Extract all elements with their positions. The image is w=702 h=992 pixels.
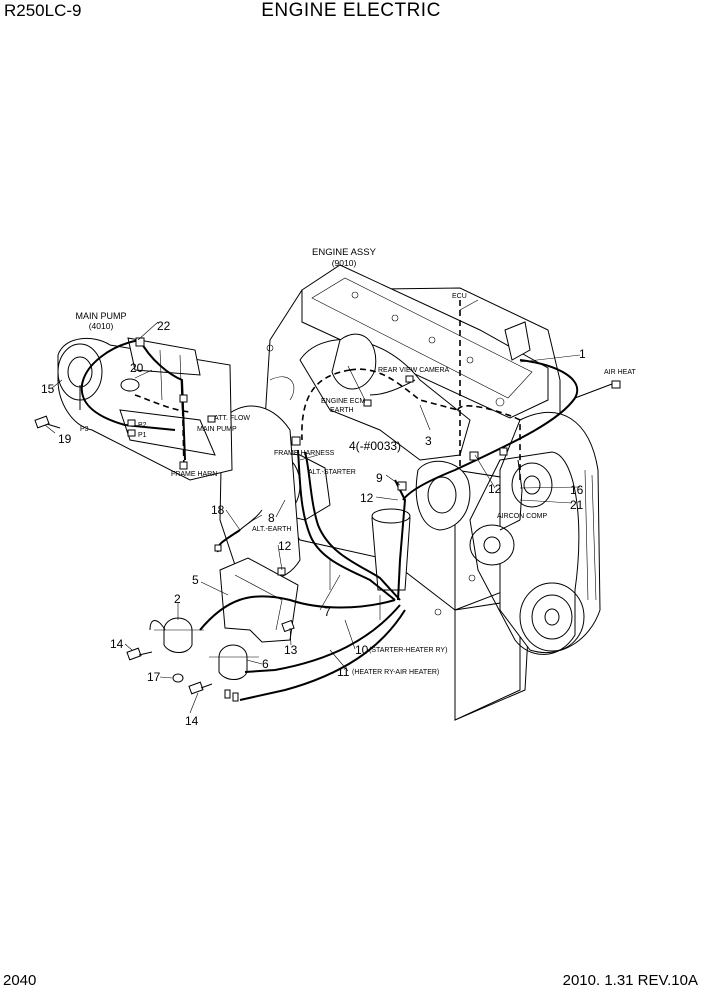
relay-bracket (219, 557, 299, 643)
page-title: ENGINE ELECTRIC (261, 0, 441, 21)
callout-12b: 12 (488, 482, 502, 496)
callout-20: 20 (130, 361, 144, 375)
alt-earth-caption: ALT.-EARTH (252, 526, 291, 533)
ecu-caption: ECU (452, 293, 467, 300)
connectors (127, 337, 621, 702)
aircon-comp-caption: AIRCON COMP (497, 513, 548, 520)
p3-caption: P3 (80, 426, 89, 433)
revision-date: 2010. 1.31 REV.10A (562, 972, 698, 989)
frame-harness-caption: FRAME HARNESS (274, 450, 335, 457)
frame-harn-caption: FRAME HARN (171, 471, 217, 478)
callout-19: 19 (58, 432, 72, 446)
bolt-14-upper (126, 647, 153, 661)
p2-caption: P2 (138, 422, 147, 429)
callout-17: 17 (147, 670, 161, 684)
main-pump-code: (4010) (89, 321, 114, 331)
callout-11: 11 (337, 665, 350, 679)
att-flow-caption: ATT. FLOW (214, 415, 250, 422)
model-label: R250LC-9 (4, 1, 82, 20)
bolt-14-lower (188, 681, 213, 695)
captions: ENGINE ASSY (9010) MAIN PUMP (4010) ECU … (75, 247, 636, 676)
hidden-harness (134, 300, 521, 480)
callout-16: 16 (570, 483, 584, 497)
engine-ecm-caption: ENGINE ECM (321, 398, 366, 405)
page-number: 2040 (3, 972, 37, 989)
nut-17 (172, 673, 184, 683)
engine-ecm-earth-caption: EARTH (330, 407, 354, 414)
callout-13: 13 (284, 643, 298, 657)
starter-heater-ry-caption: (STARTER-HEATER RY) (369, 647, 447, 654)
callout-14a: 14 (110, 637, 124, 651)
callout-12a: 12 (360, 491, 374, 505)
callout-9: 9 (376, 471, 383, 485)
heater-relay-6 (209, 644, 259, 680)
main-pump-caption: MAIN PUMP (75, 311, 126, 321)
main-pump (57, 337, 233, 481)
callout-14b: 14 (185, 714, 199, 728)
callout-10: 10 (355, 643, 369, 657)
callouts: 1 2 3 4(-#0033) 5 6 7 8 9 10 11 12 12 12… (41, 319, 586, 728)
bolt-19 (34, 415, 61, 429)
callout-1: 1 (579, 347, 586, 361)
callout-2: 2 (174, 592, 181, 606)
callout-22: 22 (157, 319, 171, 333)
heater-ry-air-heater-caption: (HEATER RY-AIR HEATER) (352, 669, 439, 676)
callout-6: 6 (262, 657, 269, 671)
callout-21: 21 (570, 498, 584, 512)
bolt-13 (281, 619, 295, 633)
callout-4: 4(-#0033) (349, 439, 401, 453)
callout-8: 8 (268, 511, 275, 525)
leader-lines (44, 299, 581, 714)
callout-15: 15 (41, 382, 55, 396)
callout-18: 18 (211, 503, 225, 517)
main-pump-small-caption: MAIN PUMP (197, 426, 237, 433)
callout-5: 5 (192, 573, 199, 587)
callout-12c: 12 (278, 539, 292, 553)
rear-view-camera-caption: REAR VIEW CAMERA (378, 367, 450, 374)
air-heat-caption: AIR HEAT (604, 369, 636, 376)
engine-assy-caption: ENGINE ASSY (312, 247, 377, 258)
callout-3: 3 (425, 434, 432, 448)
alt-starter-caption: ALT.-STARTER (308, 469, 356, 476)
callout-7: 7 (324, 605, 331, 619)
engine-assy-code: (9010) (332, 258, 357, 268)
p1-caption: P1 (138, 432, 147, 439)
battery-relay-2 (154, 617, 204, 653)
